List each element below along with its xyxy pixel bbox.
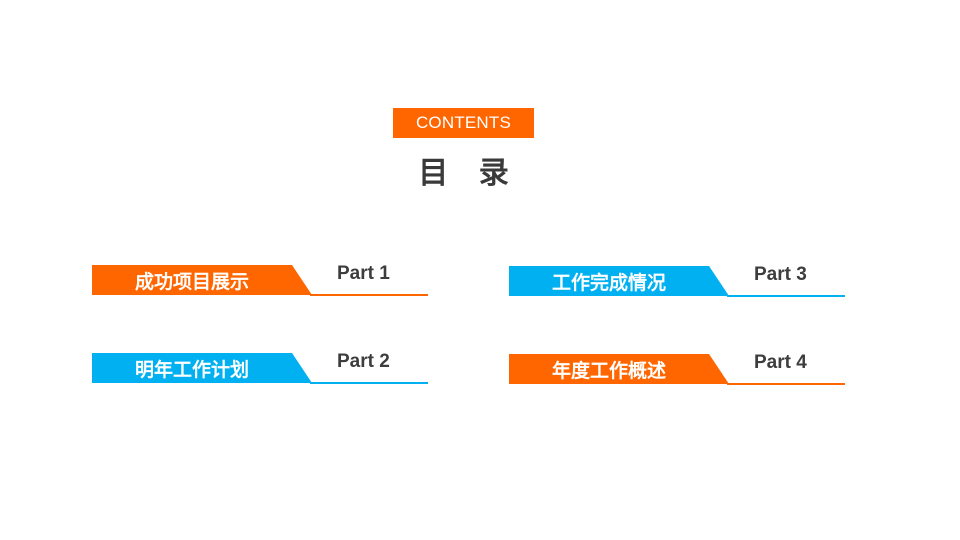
underline	[727, 383, 845, 385]
underline	[310, 382, 428, 384]
banner-shape	[92, 353, 312, 383]
toc-item-3[interactable]: 工作完成情况 Part 3	[509, 264, 845, 298]
underline	[727, 295, 845, 297]
page-title: 目 录	[418, 156, 519, 191]
toc-label: 明年工作计划	[134, 358, 249, 381]
toc-label: 工作完成情况	[551, 271, 666, 294]
part-number: Part 3	[754, 264, 807, 285]
toc-item-1[interactable]: 成功项目展示 Part 1	[92, 263, 428, 297]
part-number: Part 2	[337, 351, 390, 372]
banner-shape	[509, 266, 729, 296]
banner-shape	[509, 354, 729, 384]
banner-shape	[92, 265, 312, 295]
part-number: Part 4	[754, 352, 807, 373]
contents-tag: CONTENTS	[393, 108, 534, 138]
toc-label: 年度工作概述	[551, 359, 666, 382]
toc-item-2[interactable]: 明年工作计划 Part 2	[92, 351, 428, 385]
toc-label: 成功项目展示	[134, 270, 249, 293]
toc-item-4[interactable]: 年度工作概述 Part 4	[509, 352, 845, 386]
underline	[310, 294, 428, 296]
part-number: Part 1	[337, 263, 390, 284]
